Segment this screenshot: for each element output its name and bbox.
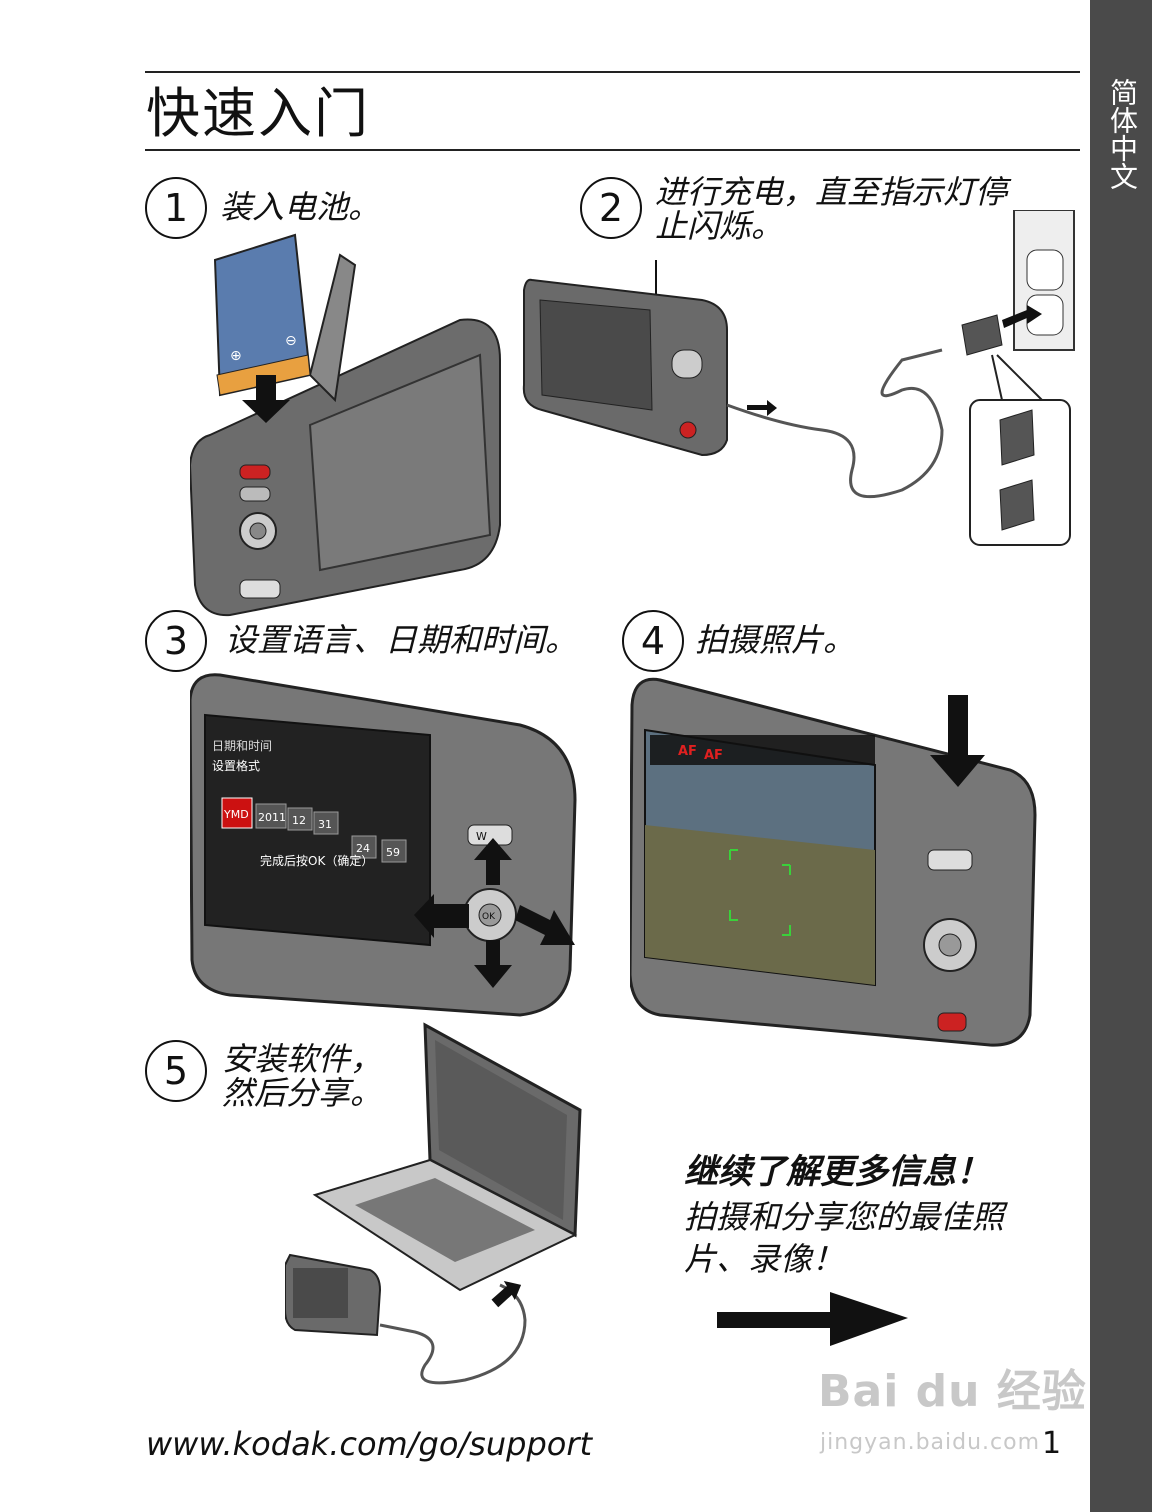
svg-text:⊕: ⊕ xyxy=(230,348,242,364)
language-tab xyxy=(1090,0,1152,1512)
step-1-number: 1 xyxy=(145,177,207,239)
more-info-title: 继续了解更多信息！ xyxy=(684,1152,990,1192)
title-rule-top xyxy=(145,71,1080,73)
more-info-text: 拍摄和分享您的最佳照片、录像！ xyxy=(684,1198,1005,1278)
screen-header: 日期和时间 xyxy=(212,739,272,753)
page-number: 1 xyxy=(1042,1426,1062,1461)
step-2-number: 2 xyxy=(580,177,642,239)
af-indicator-2: AF xyxy=(704,748,723,763)
right-arrow-icon xyxy=(717,1292,908,1346)
battery-illustration: ⊕ ⊖ xyxy=(190,233,501,617)
step-1-text: 装入电池。 xyxy=(220,188,381,226)
camera-back-illustration: 日期和时间 设置格式 YMD 2011 12 31 24 59 完成后按OK（确… xyxy=(190,673,577,1017)
camera-shoot-illustration: AF AF xyxy=(630,677,1037,1047)
svg-text:⊖: ⊖ xyxy=(285,333,297,349)
zoom-w-button: W xyxy=(476,830,487,843)
day-field: 31 xyxy=(318,818,332,831)
charger-illustration xyxy=(522,210,1075,546)
watermark-brand: Bai du 经验 xyxy=(818,1366,1087,1417)
format-field: YMD xyxy=(223,808,249,821)
laptop-illustration xyxy=(285,1022,582,1385)
year-field: 2011 xyxy=(258,811,286,824)
step-2-text: 进行充电，直至指示灯停止闪烁。 xyxy=(655,173,1008,245)
page-title: 快速入门 xyxy=(146,82,370,145)
step-3-number: 3 xyxy=(145,610,207,672)
minute-field: 59 xyxy=(386,846,400,859)
title-rule-bottom xyxy=(145,149,1080,151)
hour-field: 24 xyxy=(356,842,370,855)
step-3-text: 设置语言、日期和时间。 xyxy=(225,621,578,659)
month-field: 12 xyxy=(292,814,306,827)
step-4-text: 拍摄照片。 xyxy=(695,621,856,659)
language-tab-label: 简体中文 xyxy=(1106,78,1139,190)
screen-hint: 完成后按OK（确定） xyxy=(260,853,373,868)
ok-button: OK xyxy=(482,912,496,922)
screen-subheader: 设置格式 xyxy=(212,758,260,773)
step-5-text: 安装软件，然后分享。 xyxy=(222,1040,383,1112)
step-4-number: 4 xyxy=(622,610,684,672)
step-5-number: 5 xyxy=(145,1040,207,1102)
watermark-domain: jingyan.baidu.com xyxy=(820,1430,1041,1455)
af-indicator-1: AF xyxy=(678,744,697,759)
support-url[interactable]: www.kodak.com/go/support xyxy=(146,1425,593,1463)
